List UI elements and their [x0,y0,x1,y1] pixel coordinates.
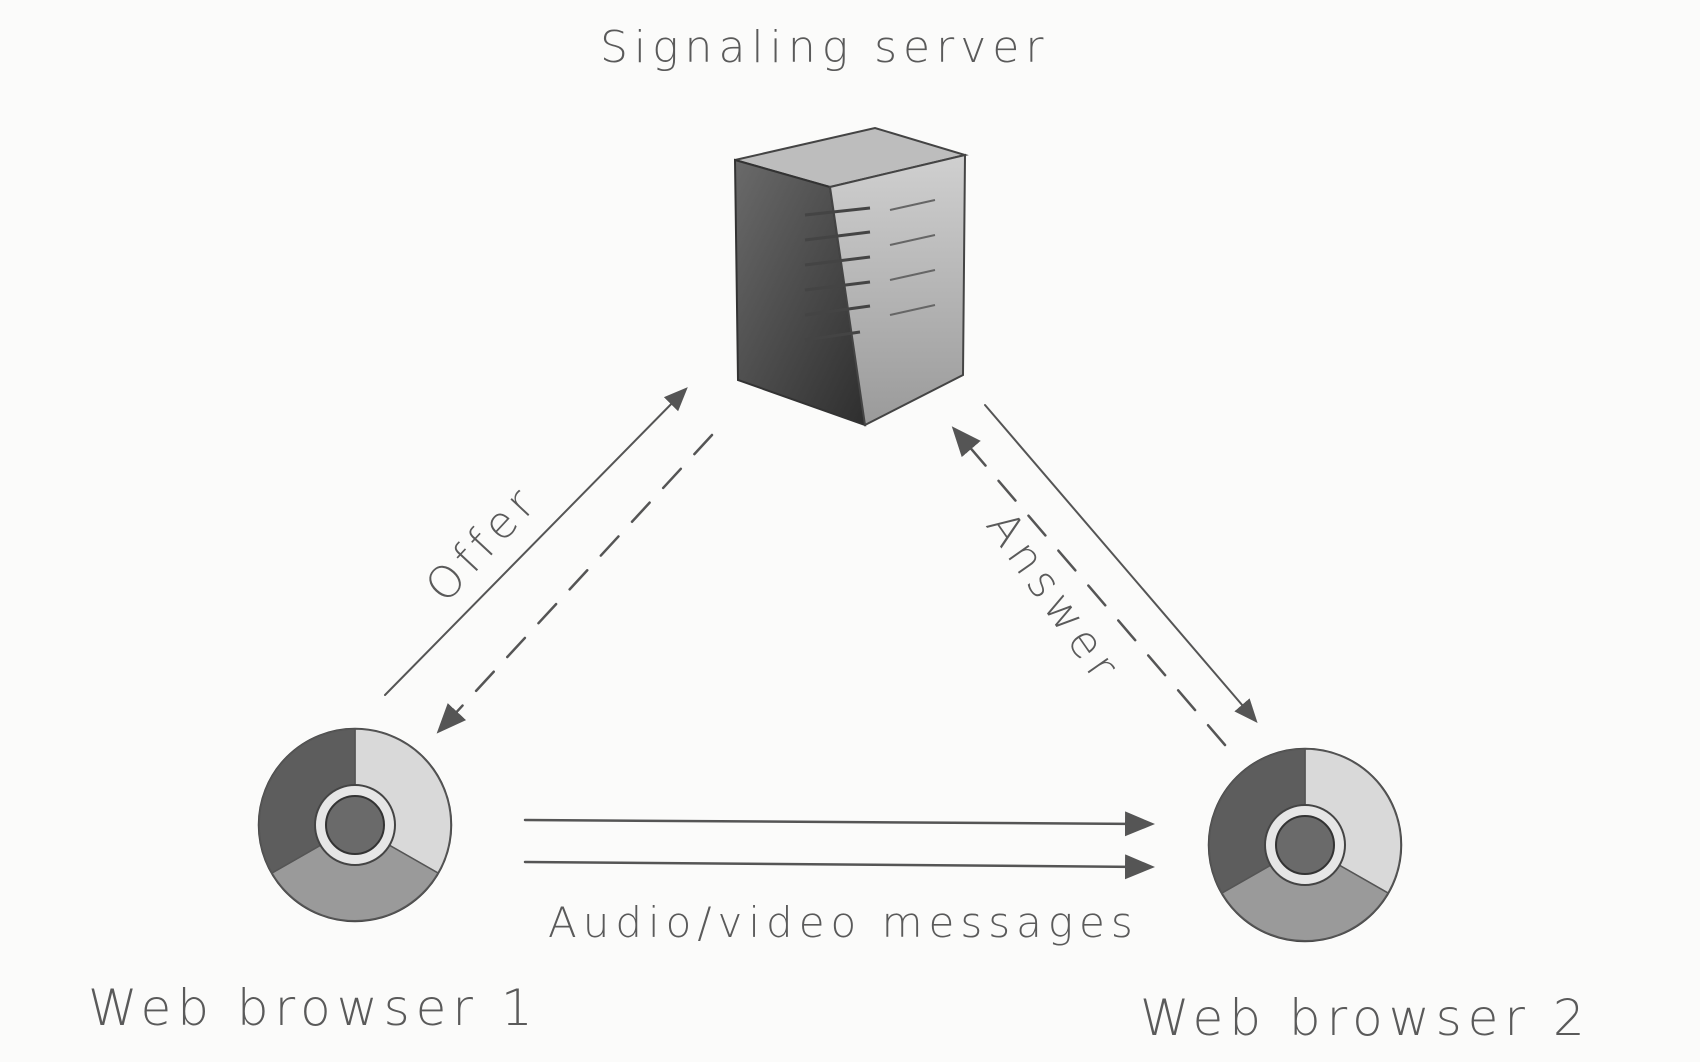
media-label: Audio/video messages [548,898,1139,947]
chrome-browser-icon [1207,747,1403,943]
chrome-browser-icon [257,727,453,923]
offer-label: Offer [416,475,549,613]
browser1-label: Web browser 1 [88,979,539,1037]
server-label: Signaling server [600,22,1049,73]
offer-connection [384,387,714,734]
browser2-label: Web browser 2 [1140,989,1591,1047]
answer-connection [951,404,1258,747]
server-icon [733,126,969,427]
media-connection [523,811,1155,880]
answer-label: Answer [976,502,1131,693]
